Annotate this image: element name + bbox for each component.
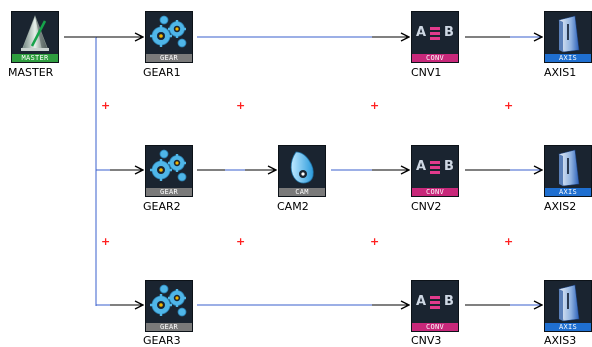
node-label-cnv2: CNV2 <box>411 200 442 213</box>
node-label-gear2: GEAR2 <box>143 200 181 213</box>
gear2-block[interactable]: GEAR <box>145 145 193 197</box>
servo-axis-icon <box>558 15 580 53</box>
block-type-tag: AXIS <box>545 323 591 331</box>
cnv2-block[interactable]: A B CONV <box>411 145 459 197</box>
block-type-tag: GEAR <box>146 188 192 196</box>
converter-letter-a: A <box>416 294 427 309</box>
axis3-block[interactable]: AXIS <box>544 280 592 332</box>
converter-letter-b: B <box>444 25 454 40</box>
node-label-gear1: GEAR1 <box>143 66 181 79</box>
block-type-tag: CONV <box>412 54 458 62</box>
cnv1-block[interactable]: A B CONV <box>411 11 459 63</box>
gears-icon <box>150 149 187 182</box>
block-type-tag: CONV <box>412 323 458 331</box>
block-type-tag: AXIS <box>545 54 591 62</box>
node-label-axis1: AXIS1 <box>544 66 577 79</box>
node-label-axis3: AXIS3 <box>544 334 577 347</box>
insert-marker[interactable]: + <box>504 99 514 112</box>
converter-icon <box>430 296 440 309</box>
metronome-icon <box>21 15 49 51</box>
block-type-tag: CAM <box>279 188 325 196</box>
node-label-master: MASTER <box>8 66 54 79</box>
insert-marker[interactable]: + <box>236 235 246 248</box>
node-label-axis2: AXIS2 <box>544 200 577 213</box>
master-block[interactable]: MASTER <box>11 11 59 63</box>
insert-marker[interactable]: + <box>370 235 380 248</box>
insert-marker[interactable]: + <box>370 99 380 112</box>
block-type-tag: CONV <box>412 188 458 196</box>
converter-letter-a: A <box>416 159 427 174</box>
block-type-tag: AXIS <box>545 188 591 196</box>
servo-axis-icon <box>558 284 580 322</box>
converter-icon <box>430 161 440 174</box>
converter-letter-b: B <box>444 294 454 309</box>
block-type-tag: MASTER <box>12 54 58 62</box>
converter-letter-a: A <box>416 25 427 40</box>
cam-icon <box>290 151 314 184</box>
block-type-tag: GEAR <box>146 54 192 62</box>
node-label-cnv1: CNV1 <box>411 66 442 79</box>
gear1-block[interactable]: GEAR <box>145 11 193 63</box>
gear3-block[interactable]: GEAR <box>145 280 193 332</box>
insert-marker[interactable]: + <box>236 99 246 112</box>
insert-marker[interactable]: + <box>504 235 514 248</box>
servo-axis-icon <box>558 149 580 187</box>
gears-icon <box>150 284 187 317</box>
axis2-block[interactable]: AXIS <box>544 145 592 197</box>
converter-icon <box>430 27 440 40</box>
cam2-block[interactable]: CAM <box>278 145 326 197</box>
cnv3-block[interactable]: A B CONV <box>411 280 459 332</box>
axis1-block[interactable]: AXIS <box>544 11 592 63</box>
node-label-cam2: CAM2 <box>277 200 309 213</box>
converter-letter-b: B <box>444 159 454 174</box>
insert-marker[interactable]: + <box>101 235 111 248</box>
insert-marker[interactable]: + <box>101 99 111 112</box>
node-label-gear3: GEAR3 <box>143 334 181 347</box>
block-type-tag: GEAR <box>146 323 192 331</box>
node-label-cnv3: CNV3 <box>411 334 442 347</box>
gears-icon <box>150 15 187 48</box>
